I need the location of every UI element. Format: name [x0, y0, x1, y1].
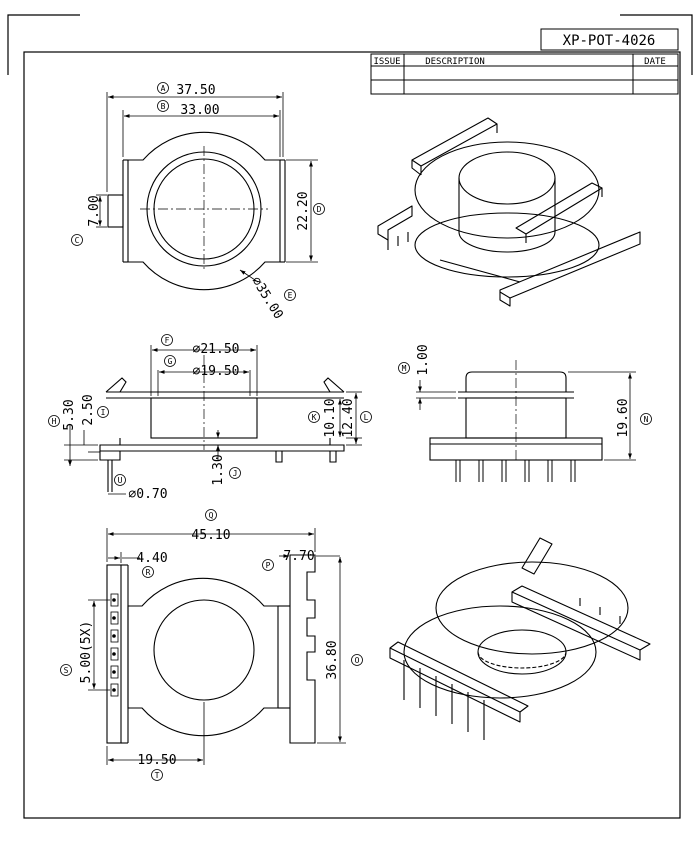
front-view-dimensions: [64, 345, 362, 495]
dim-g-letter: G: [168, 357, 173, 366]
dim-o-letter: O: [355, 656, 360, 665]
dim-o-value: 36.80: [325, 640, 340, 679]
dim-t-letter: T: [155, 771, 160, 780]
side-view-dimensions: [416, 371, 636, 461]
dim-c-letter: C: [75, 236, 80, 245]
dim-e-value: ⌀35.00: [248, 274, 286, 322]
front-view-balloons: [48, 334, 372, 486]
front-view: [99, 377, 345, 492]
dim-u-value: ⌀0.70: [128, 487, 167, 502]
dim-i-letter: I: [101, 408, 106, 417]
top-view: [107, 131, 286, 291]
bottom-view-pin-slots: [110, 593, 119, 697]
top-view-balloons: [71, 82, 325, 301]
rear-flange: [435, 561, 629, 655]
side-view-pins: [455, 460, 576, 482]
dim-a-value: 37.50: [176, 83, 215, 98]
top-view-centerlines: [140, 146, 268, 272]
dim-h-letter: H: [52, 417, 57, 426]
bottom-view-dimensions: [88, 528, 346, 765]
top-cap: [465, 371, 567, 393]
dim-n-letter: N: [644, 415, 649, 424]
dim-b-letter: B: [161, 102, 166, 111]
bottom-bore: [153, 599, 255, 701]
dim-s-letter: S: [64, 666, 69, 675]
dim-c-value: 7.00: [87, 195, 102, 226]
dim-g-value: ⌀19.50: [193, 364, 240, 379]
base-pinstrip: [377, 205, 413, 241]
dim-m-letter: M: [402, 364, 407, 373]
dim-a-letter: A: [161, 84, 166, 93]
bottom-view-balloons: [60, 509, 363, 781]
dim-t-value: 19.50: [137, 753, 176, 768]
dim-l-value: 12.40: [341, 398, 356, 437]
bottom-view-pins: [112, 598, 116, 692]
iso-bore: [477, 629, 567, 675]
bore-top: [458, 151, 556, 205]
dim-f-letter: F: [165, 336, 170, 345]
dim-s-value: 5.00(5X): [79, 621, 94, 684]
base-flange: [99, 444, 345, 452]
front-rail: [515, 182, 603, 235]
top-flange: [414, 141, 600, 239]
title-block: [370, 28, 679, 95]
dim-r-value: 4.40: [136, 551, 167, 566]
dim-u-letter: U: [118, 476, 123, 485]
dim-d-letter: D: [317, 205, 322, 214]
dim-q-letter: Q: [209, 511, 214, 520]
dim-m-value: 1.00: [416, 344, 431, 375]
flange-outline: [127, 131, 281, 291]
dim-k-value: 10.10: [323, 398, 338, 437]
description-column-header: DESCRIPTION: [425, 57, 485, 67]
rear-rail: [411, 117, 498, 167]
dim-j-value: 1.30: [211, 454, 226, 485]
dim-e-letter: E: [288, 291, 293, 300]
pin-strip: [106, 564, 122, 744]
dim-f-value: ⌀21.50: [193, 342, 240, 357]
sheet-frame: [7, 14, 693, 819]
rail-top: [521, 537, 553, 575]
dim-d-value: 22.20: [296, 191, 311, 230]
isometric-view-top: [377, 117, 641, 307]
pinstrip-base: [389, 647, 521, 723]
rail-profile: [289, 554, 316, 744]
date-column-header: DATE: [644, 57, 666, 67]
drawing-number: XP-POT-4026: [563, 33, 656, 49]
front-flange: [403, 605, 597, 699]
top-view-dimensions: [96, 92, 318, 283]
top-flange-line: [105, 377, 345, 393]
side-view-balloons: [398, 362, 652, 425]
bottom-flange: [414, 212, 600, 278]
issue-column-header: ISSUE: [373, 57, 400, 67]
dim-n-value: 19.60: [616, 398, 631, 437]
dim-p-value: 7.70: [283, 549, 314, 564]
dim-q-value: 45.10: [191, 528, 230, 543]
bottom-view: [106, 554, 316, 744]
dim-l-letter: L: [364, 413, 369, 422]
dim-b-value: 33.00: [180, 103, 219, 118]
dim-r-letter: R: [146, 568, 151, 577]
dim-h-value: 5.30: [62, 399, 77, 430]
dim-p-letter: P: [266, 561, 271, 570]
isometric-view-bottom: [389, 537, 651, 740]
dim-i-value: 2.50: [81, 394, 96, 425]
bottom-flange-outline: [127, 577, 279, 737]
dim-j-letter: J: [233, 469, 238, 478]
pin-tab: [107, 194, 124, 228]
dim-k-letter: K: [312, 413, 317, 422]
